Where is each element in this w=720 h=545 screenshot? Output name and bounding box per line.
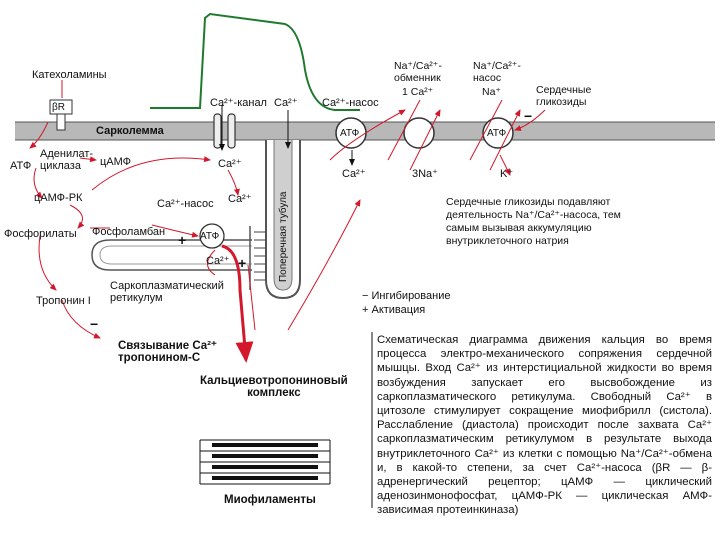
legend-inhibition: − Ингибирование [362, 290, 451, 302]
label-camp-pk: цАМФ-РК [34, 192, 83, 204]
figure-caption: Схематическая диаграмма движения кальция… [377, 334, 712, 517]
label-sr: Саркоплазматический ретикулум [110, 280, 224, 304]
label-ca-pump-top: Ca²⁺-насос [322, 97, 379, 109]
label-atp-sr: АТФ [200, 231, 220, 242]
label-atp-left: АТФ [10, 160, 32, 172]
label-exchanger-ratio: 1 Ca²⁺ [402, 86, 434, 98]
label-adenylate-cyclase: Аденилат- циклаза [40, 148, 94, 172]
action-potential-curve [150, 12, 360, 111]
label-ca-pump-mid: Ca²⁺-насос [157, 198, 214, 210]
label-ca-release: Ca²⁺ [206, 255, 230, 267]
label-na-in: Na⁺ [482, 86, 501, 98]
label-ca-channel: Ca²⁺-канал [210, 97, 267, 109]
exchanger-circle [403, 117, 435, 149]
legend-activation: + Активация [362, 304, 426, 316]
label-exchanger: Na⁺/Ca²⁺- обменник [394, 60, 442, 84]
label-ca-sr: Ca²⁺ [228, 193, 252, 205]
label-nak-pump: Na⁺/Ca²⁺- насос [473, 60, 521, 84]
minus-glyco: − [524, 108, 533, 124]
plus-release: + [238, 255, 247, 271]
ca-channel-post-left [213, 113, 222, 149]
glycoside-note: Сердечные гликозиды подавляют деятельнос… [446, 196, 621, 247]
minus-troponin: − [90, 316, 99, 332]
label-catecholamines: Катехоламины [32, 69, 107, 81]
label-atp-membrane-2: АТФ [487, 128, 507, 139]
label-camp: цАМФ [100, 156, 132, 168]
label-calcium-troponin-complex: Кальциевотропониновый комплекс [200, 375, 348, 399]
myofilaments [199, 439, 331, 485]
label-ca-binding: Связывание Ca²⁺ тропонином-С [118, 340, 217, 364]
label-beta-r: βR [52, 102, 65, 113]
sr-atp-circle [199, 223, 225, 249]
label-ca-inflow: Ca²⁺ [218, 158, 242, 170]
label-phospholamban: Фосфоламбан [92, 226, 166, 238]
label-myofilaments: Миофиламенты [224, 494, 316, 506]
label-cardiac-glycosides: Сердечные гликозиды [536, 84, 592, 108]
label-na-out: 3Na⁺ [412, 168, 438, 180]
label-sarcolemma: Сарколемма [96, 125, 164, 137]
label-ca-channel-ion: Ca²⁺ [274, 97, 298, 109]
label-troponin-i: Тропонин I [36, 295, 91, 307]
ca-release-arrow [221, 244, 254, 363]
label-atp-membrane-1: АТФ [340, 128, 360, 139]
label-phosphorylates: Фосфорилаты [4, 228, 77, 240]
label-t-tubule: Поперечная тубула [278, 191, 289, 283]
label-ca-out: Ca²⁺ [342, 168, 366, 180]
label-k-out: K⁺ [500, 168, 514, 180]
ca-channel-post-right [227, 113, 236, 149]
atp-pump-circle-2 [482, 117, 514, 149]
plus-sr: + [178, 232, 187, 248]
